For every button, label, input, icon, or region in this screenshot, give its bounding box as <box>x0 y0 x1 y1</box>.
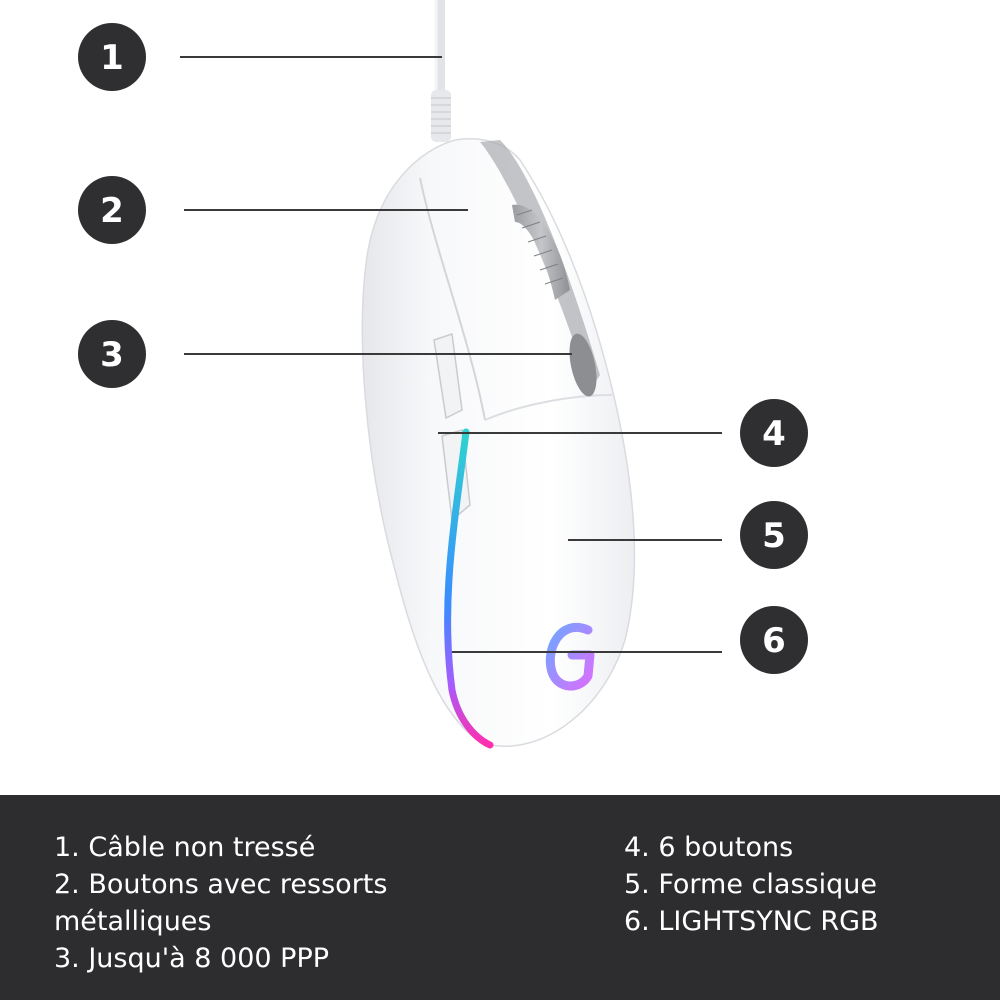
legend-column-left: 1. Câble non tressé 2. Boutons avec ress… <box>54 829 474 977</box>
cable <box>431 0 451 142</box>
callout-5: 5 <box>740 501 808 569</box>
callout-6: 6 <box>740 606 808 674</box>
leader-lines <box>180 56 722 653</box>
legend-item-six-buttons: 4. 6 boutons <box>624 832 794 863</box>
mouse-body <box>361 138 636 749</box>
callout-number: 2 <box>100 191 124 231</box>
lightsync-rgb-strip <box>444 428 494 749</box>
scroll-wheel <box>512 204 570 300</box>
feature-legend: 1. Câble non tressé 2. Boutons avec ress… <box>0 795 1000 1000</box>
legend-column-right: 4. 6 boutons 5. Forme classique 6. LIGHT… <box>624 829 984 940</box>
callout-number: 4 <box>762 414 786 454</box>
callout-1: 1 <box>78 23 146 91</box>
legend-item-cable: 1. Câble non tressé <box>54 832 316 863</box>
callout-2: 2 <box>78 176 146 244</box>
dpi-button <box>569 333 597 397</box>
legend-item-buttons-cont: métalliques <box>54 906 212 937</box>
callout-number: 1 <box>100 38 124 78</box>
callout-3: 3 <box>78 320 146 388</box>
legend-item-dpi: 3. Jusqu'à 8 000 PPP <box>54 943 330 974</box>
logitech-g-logo-icon <box>545 623 595 691</box>
cable-strain-relief <box>431 90 451 142</box>
product-figure: 1 2 3 4 5 6 <box>78 0 808 749</box>
callout-number: 3 <box>100 335 124 375</box>
callout-4: 4 <box>740 399 808 467</box>
primary-buttons-seam <box>419 177 486 421</box>
mouse-diagram: 1 2 3 4 5 6 <box>78 0 808 749</box>
legend-item-buttons: 2. Boutons avec ressorts <box>54 869 388 900</box>
legend-item-lightsync: 6. LIGHTSYNC RGB <box>624 906 879 937</box>
callout-number: 6 <box>762 621 786 661</box>
legend-item-shape: 5. Forme classique <box>624 869 877 900</box>
callout-number: 5 <box>762 516 786 556</box>
